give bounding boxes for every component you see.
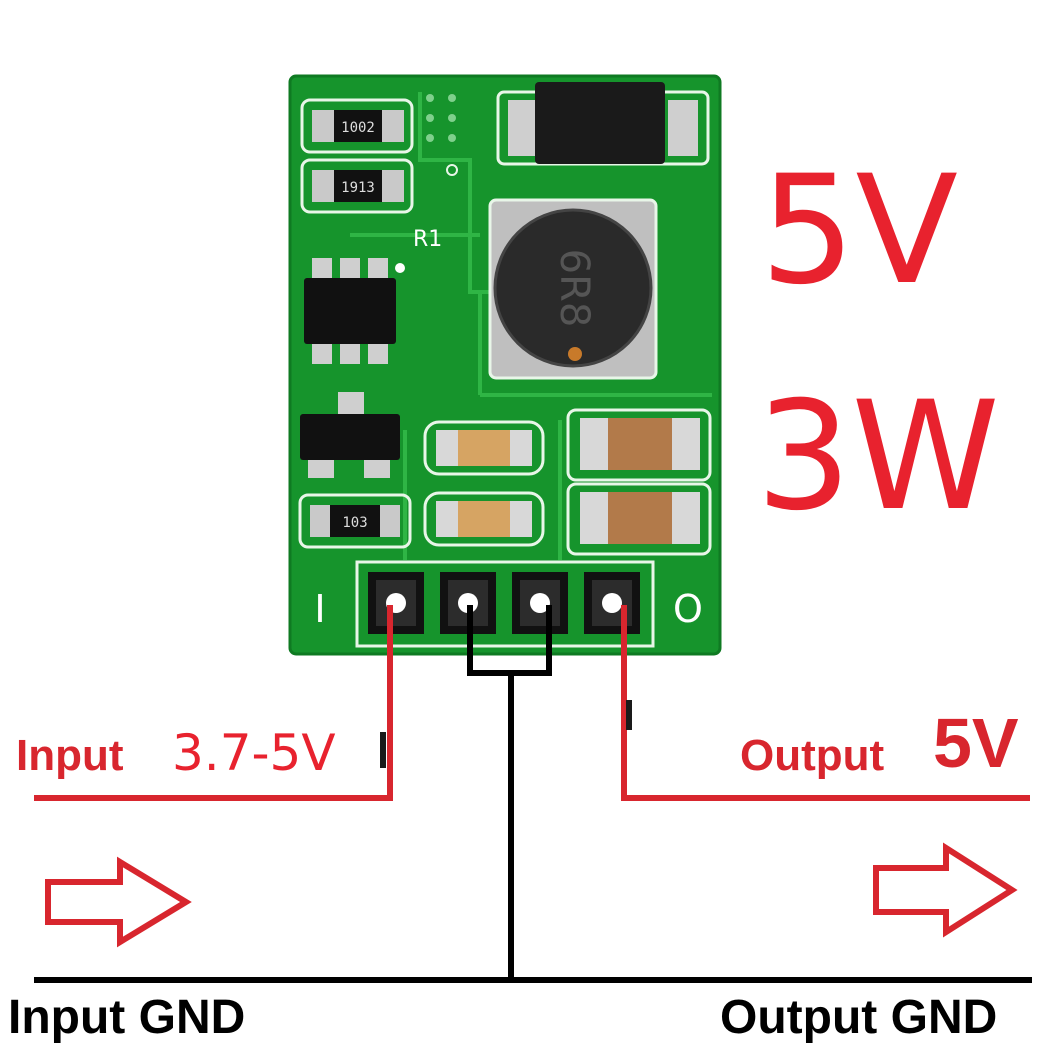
resistor-1002-marking: 1002	[341, 120, 375, 136]
output-wire	[621, 605, 1030, 801]
output-voltage: 5V	[933, 704, 1019, 782]
resistor-1913-marking: 1913	[341, 180, 375, 196]
wiring	[34, 605, 1032, 983]
schottky-diode	[496, 82, 710, 166]
output-label: Output	[740, 731, 885, 780]
input-voltage-range: 3.7-5V	[172, 724, 336, 782]
input-label: Input	[16, 731, 124, 780]
capacitor-small-1	[423, 420, 545, 476]
input-wire	[34, 605, 393, 801]
inductor-marking: 6R8	[551, 249, 597, 328]
input-arrow-icon	[45, 856, 192, 948]
ic-sot23-6	[304, 258, 396, 364]
spec-power: 3W	[756, 370, 1000, 544]
pcb-board: 1002 1913 R1	[288, 74, 722, 656]
resistor-1002: 1002	[300, 98, 414, 154]
spec-voltage: 5V	[760, 144, 959, 318]
output-gnd-label: Output GND	[720, 991, 998, 1044]
pin-gnd-2	[512, 572, 568, 634]
resistor-1913: 1913	[300, 158, 414, 214]
pin-output	[584, 572, 640, 634]
pcb-vias	[395, 94, 458, 273]
inductor: 6R8	[488, 198, 658, 380]
transistor-sot23	[300, 392, 400, 478]
pin-out-silkscreen: O	[673, 587, 703, 631]
resistor-103-marking: 103	[342, 515, 367, 531]
pin-in-silkscreen: I	[314, 587, 325, 631]
input-gnd-label: Input GND	[8, 991, 246, 1044]
output-arrow-icon	[873, 842, 1018, 938]
pin-input	[368, 572, 424, 634]
r1-silkscreen: R1	[413, 227, 442, 252]
capacitor-large-1	[566, 408, 712, 482]
capacitor-small-2	[423, 491, 545, 547]
resistor-103: 103	[298, 493, 412, 549]
capacitor-large-2	[566, 482, 712, 556]
